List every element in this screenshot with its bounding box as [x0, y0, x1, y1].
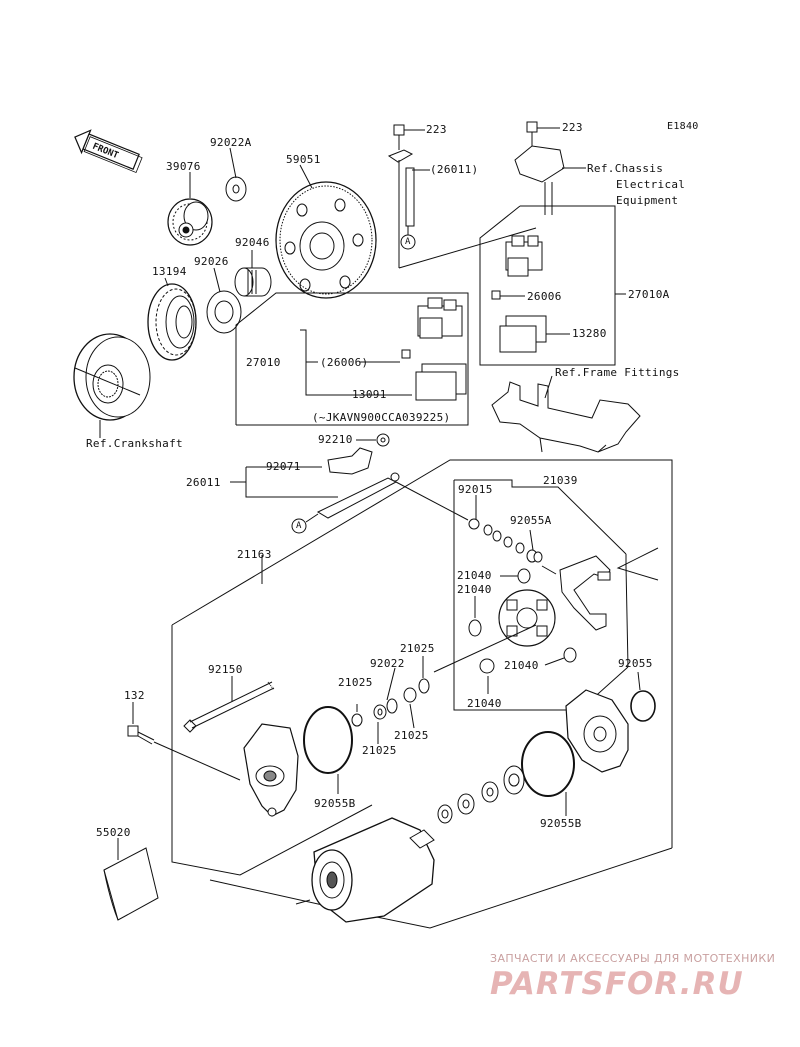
watermark-logo: PARTSFOR.RU	[490, 966, 744, 1002]
washer-92026	[206, 290, 242, 334]
label-26011-paren: (26011)	[430, 163, 479, 176]
label-21040-b: 21040	[457, 583, 492, 596]
label-serial-note: (~JKAVN900CCA039225)	[312, 411, 451, 424]
label-ref-crankshaft: Ref.Crankshaft	[86, 437, 183, 450]
label-92046: 92046	[235, 236, 270, 249]
washer-21025-a	[351, 713, 363, 727]
end-cover-left	[243, 723, 299, 817]
label-13280: 13280	[572, 327, 607, 340]
bolt-223-left	[387, 124, 415, 227]
washer-21025-d	[418, 678, 430, 694]
label-26006-paren: (26006)	[320, 356, 369, 369]
brush-holder	[498, 589, 556, 647]
label-ref-chassis-3: Equipment	[616, 194, 679, 207]
rotor-crankshaft	[73, 333, 151, 421]
label-92026: 92026	[194, 255, 229, 268]
connector-13280	[499, 315, 547, 353]
front-arrow-icon: FRONT	[74, 129, 143, 174]
washer-92022	[373, 704, 387, 720]
thrust-washers	[437, 765, 525, 824]
label-ref-chassis-1: Ref.Chassis	[587, 162, 664, 175]
frame-fittings-bracket	[491, 381, 641, 453]
spring-21040-c	[563, 647, 577, 663]
washer-21025-b	[386, 698, 398, 714]
label-92055B-right: 92055B	[540, 817, 582, 830]
fuse-26006-left	[401, 349, 411, 359]
label-27010A: 27010A	[628, 288, 670, 301]
terminal-plate-21039	[559, 555, 611, 631]
label-26006-right: 26006	[527, 290, 562, 303]
label-ref-chassis-2: Electrical	[616, 178, 686, 191]
label-223-right: 223	[562, 121, 583, 134]
label-92022: 92022	[370, 657, 405, 670]
cable-26011	[316, 472, 400, 519]
spring-21040-a	[517, 568, 531, 584]
label-92022A: 92022A	[210, 136, 252, 149]
bolt-92150	[183, 681, 275, 733]
nut-92210	[376, 433, 390, 447]
gear-59051	[275, 181, 377, 299]
label-92055B-left: 92055B	[314, 797, 356, 810]
o-ring-92055B-left	[303, 706, 353, 774]
label-21040-d: 21040	[467, 697, 502, 710]
label-ref-frame: Ref.Frame Fittings	[555, 366, 680, 379]
relay-27010A	[505, 235, 543, 277]
label-13194: 13194	[152, 265, 187, 278]
label-13091: 13091	[352, 388, 387, 401]
label-21040-c: 21040	[504, 659, 539, 672]
marker-a-bottom: A	[296, 521, 302, 531]
bolt-223-right	[514, 121, 565, 215]
label-132: 132	[124, 689, 145, 702]
o-ring-92055B-right	[521, 731, 575, 797]
spring-21040-b	[468, 619, 482, 637]
diagram-code: E1840	[667, 121, 699, 132]
label-92055A: 92055A	[510, 514, 552, 527]
o-ring-92055	[630, 690, 656, 722]
label-26011: 26011	[186, 476, 221, 489]
clutch-13194	[147, 283, 197, 361]
label-59051: 59051	[286, 153, 321, 166]
label-21040-a: 21040	[457, 569, 492, 582]
label-92150: 92150	[208, 663, 243, 676]
starter-motor-body	[295, 817, 435, 923]
label-21163: 21163	[237, 548, 272, 561]
relay-27010	[417, 297, 463, 339]
label-92210: 92210	[318, 433, 353, 446]
washer-92022A	[225, 176, 247, 202]
end-cover-right	[565, 689, 629, 773]
label-92071: 92071	[266, 460, 301, 473]
label-27010: 27010	[246, 356, 281, 369]
label-21025-c: 21025	[394, 729, 429, 742]
connector-13091	[415, 363, 467, 401]
label-92055: 92055	[618, 657, 653, 670]
label-21039: 21039	[543, 474, 578, 487]
label-21025-d: 21025	[362, 744, 397, 757]
boot-92071	[327, 447, 373, 475]
washer-21025-c	[403, 687, 417, 703]
label-92015: 92015	[458, 483, 493, 496]
label-39076: 39076	[166, 160, 201, 173]
gasket-55020	[103, 847, 159, 921]
screw-132	[127, 725, 155, 745]
watermark-caption: ЗАПЧАСТИ И АКСЕССУАРЫ ДЛЯ МОТОТЕХНИКИ	[490, 952, 776, 965]
label-223-left: 223	[426, 123, 447, 136]
fuse-26006-right	[491, 290, 501, 300]
marker-a-top: A	[405, 237, 411, 247]
bearing-92046	[234, 267, 272, 297]
label-21025-b: 21025	[338, 676, 373, 689]
gear-39076	[167, 198, 213, 246]
label-55020: 55020	[96, 826, 131, 839]
spring-21040-d	[479, 658, 495, 674]
label-21025-a: 21025	[400, 642, 435, 655]
